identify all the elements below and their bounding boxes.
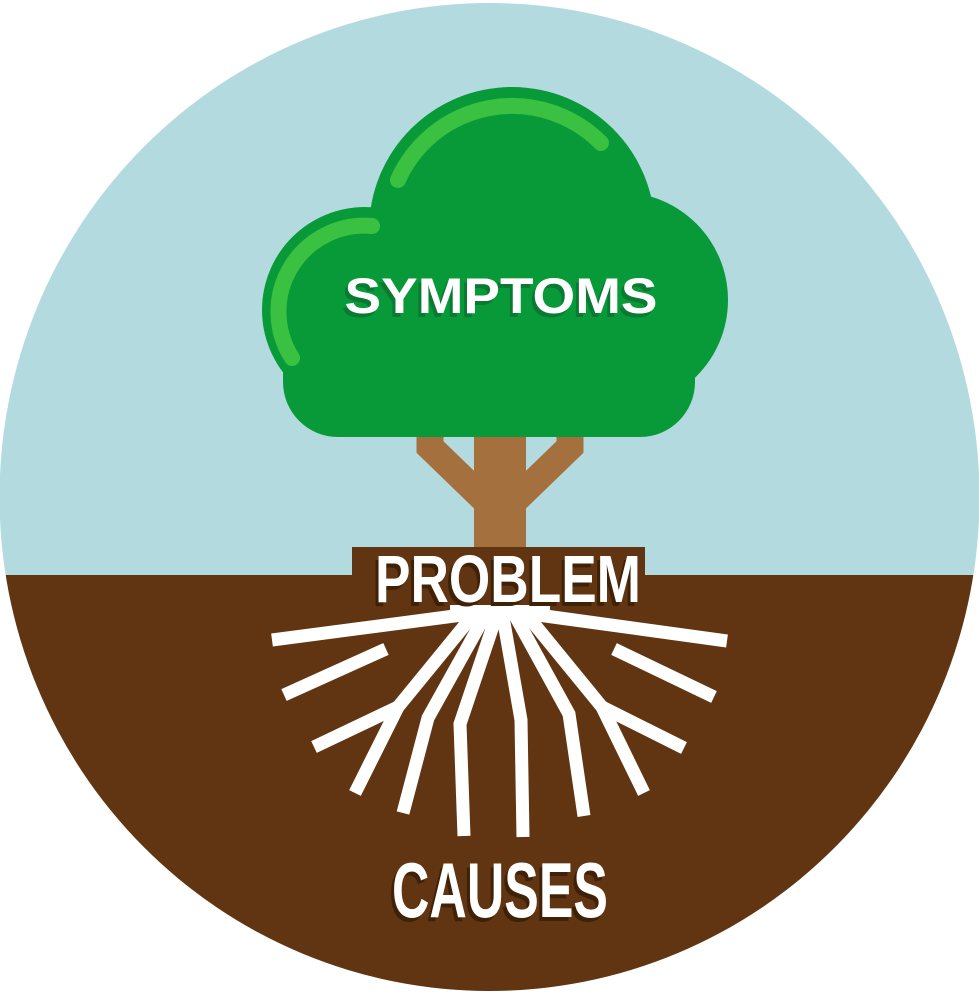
problem-box	[352, 547, 645, 607]
canopy-base	[283, 320, 695, 437]
problem-label: PROBLEM	[375, 542, 641, 617]
causes-label-shadow: CAUSES	[389, 850, 605, 938]
root-left-horizontal-fork	[281, 643, 389, 701]
canopy-highlight-left-arc	[270, 217, 380, 366]
root-right-mid	[520, 609, 608, 712]
root-left-mid	[392, 609, 480, 712]
root-left-mid-fork-a	[311, 701, 401, 753]
root-right-horizontal-fork	[611, 643, 717, 703]
root-left-mid-fork-b	[349, 704, 404, 796]
root-right-mid-fork-b	[596, 704, 650, 796]
symptoms-label-shadow: SYMPTOMS	[342, 272, 655, 328]
root-center-left	[453, 608, 505, 837]
problem-label-shadow: PROBLEM	[372, 546, 638, 621]
symptoms-label: SYMPTOMS	[345, 268, 658, 324]
root-right-horizontal	[537, 608, 728, 648]
causes-label: CAUSES	[392, 846, 608, 934]
labels: SYMPTOMS SYMPTOMS PROBLEM PROBLEM CAUSES…	[342, 268, 658, 938]
root-right-inner	[507, 608, 591, 817]
canopy-highlight-top-arc	[390, 97, 609, 188]
root-center-right	[495, 609, 530, 838]
tree-canopy	[262, 87, 728, 437]
root-left-inner	[396, 608, 493, 815]
root-right-mid-fork-a	[599, 701, 687, 754]
root-left-horizontal	[271, 608, 463, 647]
root-system	[271, 605, 728, 838]
